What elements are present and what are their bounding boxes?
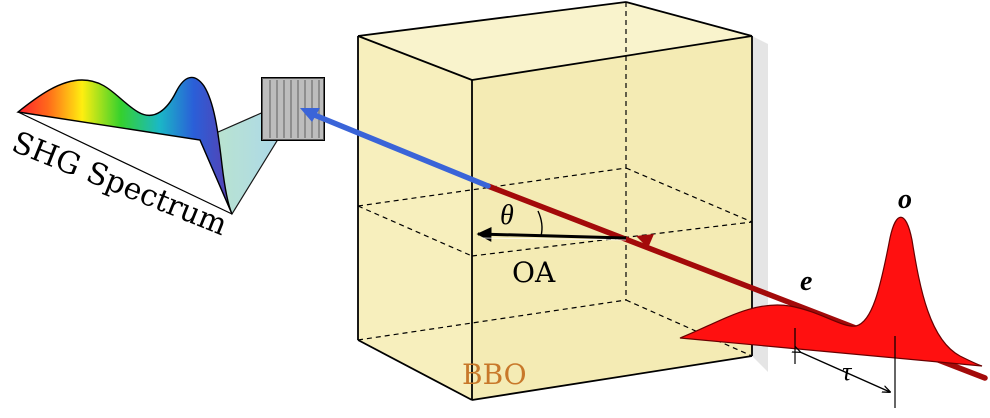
optic-axis-label: OA [512, 256, 556, 289]
shg-beam [309, 111, 491, 189]
ordinary-pulse-label: o [898, 184, 912, 215]
shg-arrowhead [300, 108, 320, 122]
spectrum-curve [16, 76, 233, 215]
theta-label: θ [500, 200, 514, 231]
optic-axis [476, 210, 627, 242]
crystal-front-right [472, 36, 752, 400]
extraordinary-pulse-label: e [800, 266, 812, 297]
crystal-front-face [358, 36, 472, 400]
bbo-crystal [357, 1, 768, 401]
spectrum-label: SHG Spectrum [7, 125, 232, 243]
crystal-label: BBO [462, 358, 527, 391]
fundamental-arrowhead [636, 234, 654, 248]
crystal-top-face [358, 2, 752, 80]
delay-arrow [800, 352, 890, 392]
spectrum-baseline [17, 111, 233, 215]
delay-label: τ [842, 357, 853, 386]
theta-arc [537, 210, 543, 237]
input-pulses [679, 216, 983, 408]
pulse-shape [679, 216, 983, 367]
spectrometer-icon [261, 77, 325, 141]
